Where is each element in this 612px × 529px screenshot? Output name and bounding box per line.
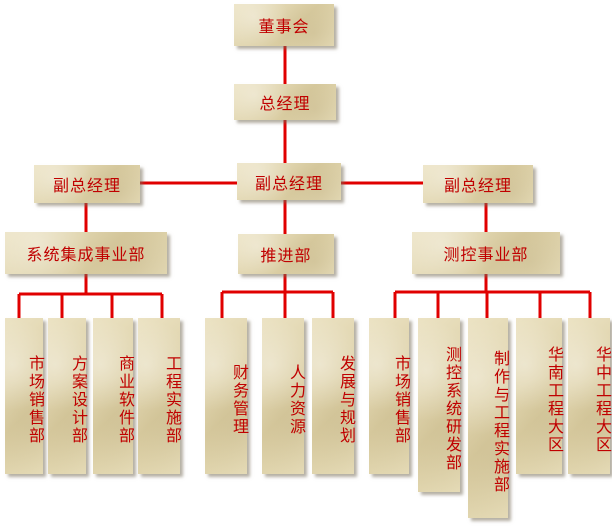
measurement-control-division-node: 测控事业部 (412, 232, 560, 274)
meas-rd-node: 测控系统研发部 (418, 318, 462, 492)
vp-center-node: 副总经理 (237, 163, 341, 200)
sys-software-node: 商业软件部 (93, 318, 135, 474)
promo-dev-node: 发展与规划 (312, 318, 356, 474)
sys-engineering-node: 工程实施部 (138, 318, 182, 474)
vp-left-node: 副总经理 (34, 165, 140, 203)
meas-engineering-node: 制作与工程实施部 (468, 318, 510, 518)
sys-sales-node: 市场销售部 (5, 318, 45, 474)
general-manager-node: 总经理 (234, 84, 336, 120)
vp-right-node: 副总经理 (423, 165, 533, 203)
promo-hr-node: 人力资源 (262, 318, 306, 474)
meas-central-region-node: 华中工程大区 (568, 318, 612, 474)
meas-sales-node: 市场销售部 (369, 318, 411, 474)
board-node: 董事会 (234, 4, 334, 46)
system-integration-division-node: 系统集成事业部 (5, 232, 167, 274)
promotion-department-node: 推进部 (238, 234, 334, 274)
sys-design-node: 方案设计部 (48, 318, 88, 474)
meas-south-region-node: 华南工程大区 (516, 318, 564, 474)
promo-finance-node: 财务管理 (205, 318, 249, 474)
